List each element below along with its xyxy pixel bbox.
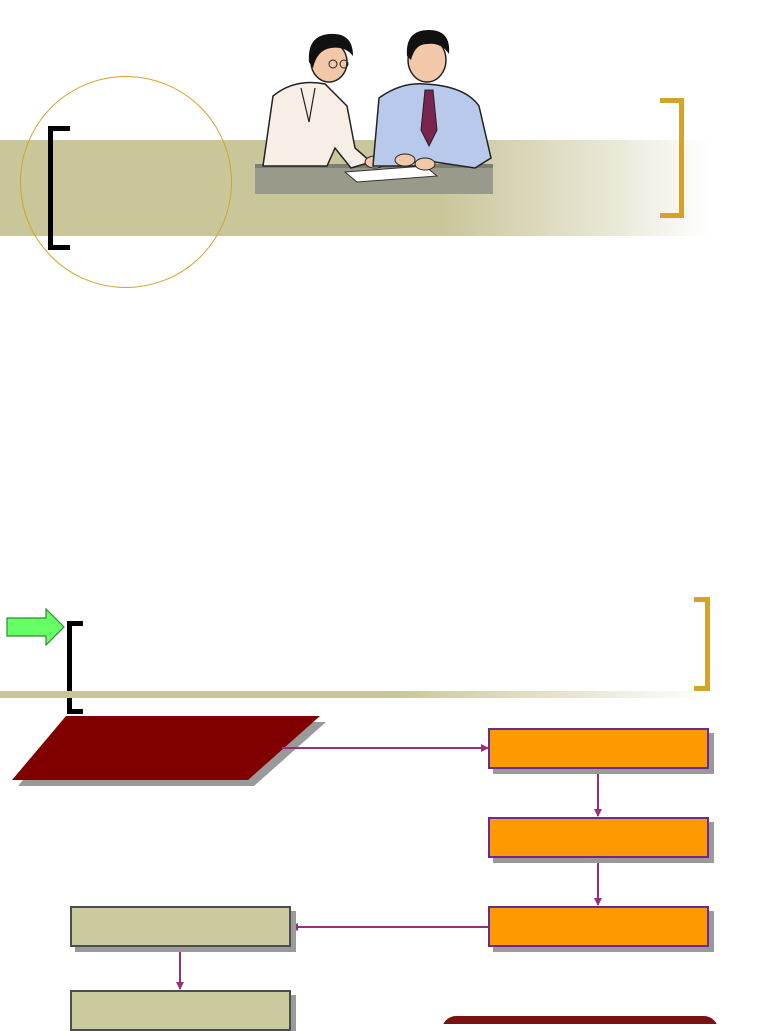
section-bracket-left [67, 621, 83, 714]
section-underline [0, 691, 712, 698]
result-box-2 [70, 990, 291, 1031]
process-step-3 [488, 906, 709, 947]
title-bracket-left [48, 126, 70, 250]
terminal-node [443, 1016, 717, 1024]
decorative-circle [20, 76, 232, 288]
title-bracket-right [660, 98, 684, 218]
start-node [12, 716, 320, 780]
section-bracket-right [694, 597, 710, 691]
green-arrow-icon [6, 608, 65, 646]
result-box-1 [70, 906, 291, 947]
process-step-1 [488, 728, 709, 769]
meeting-illustration [255, 30, 493, 194]
process-step-2 [488, 817, 709, 858]
